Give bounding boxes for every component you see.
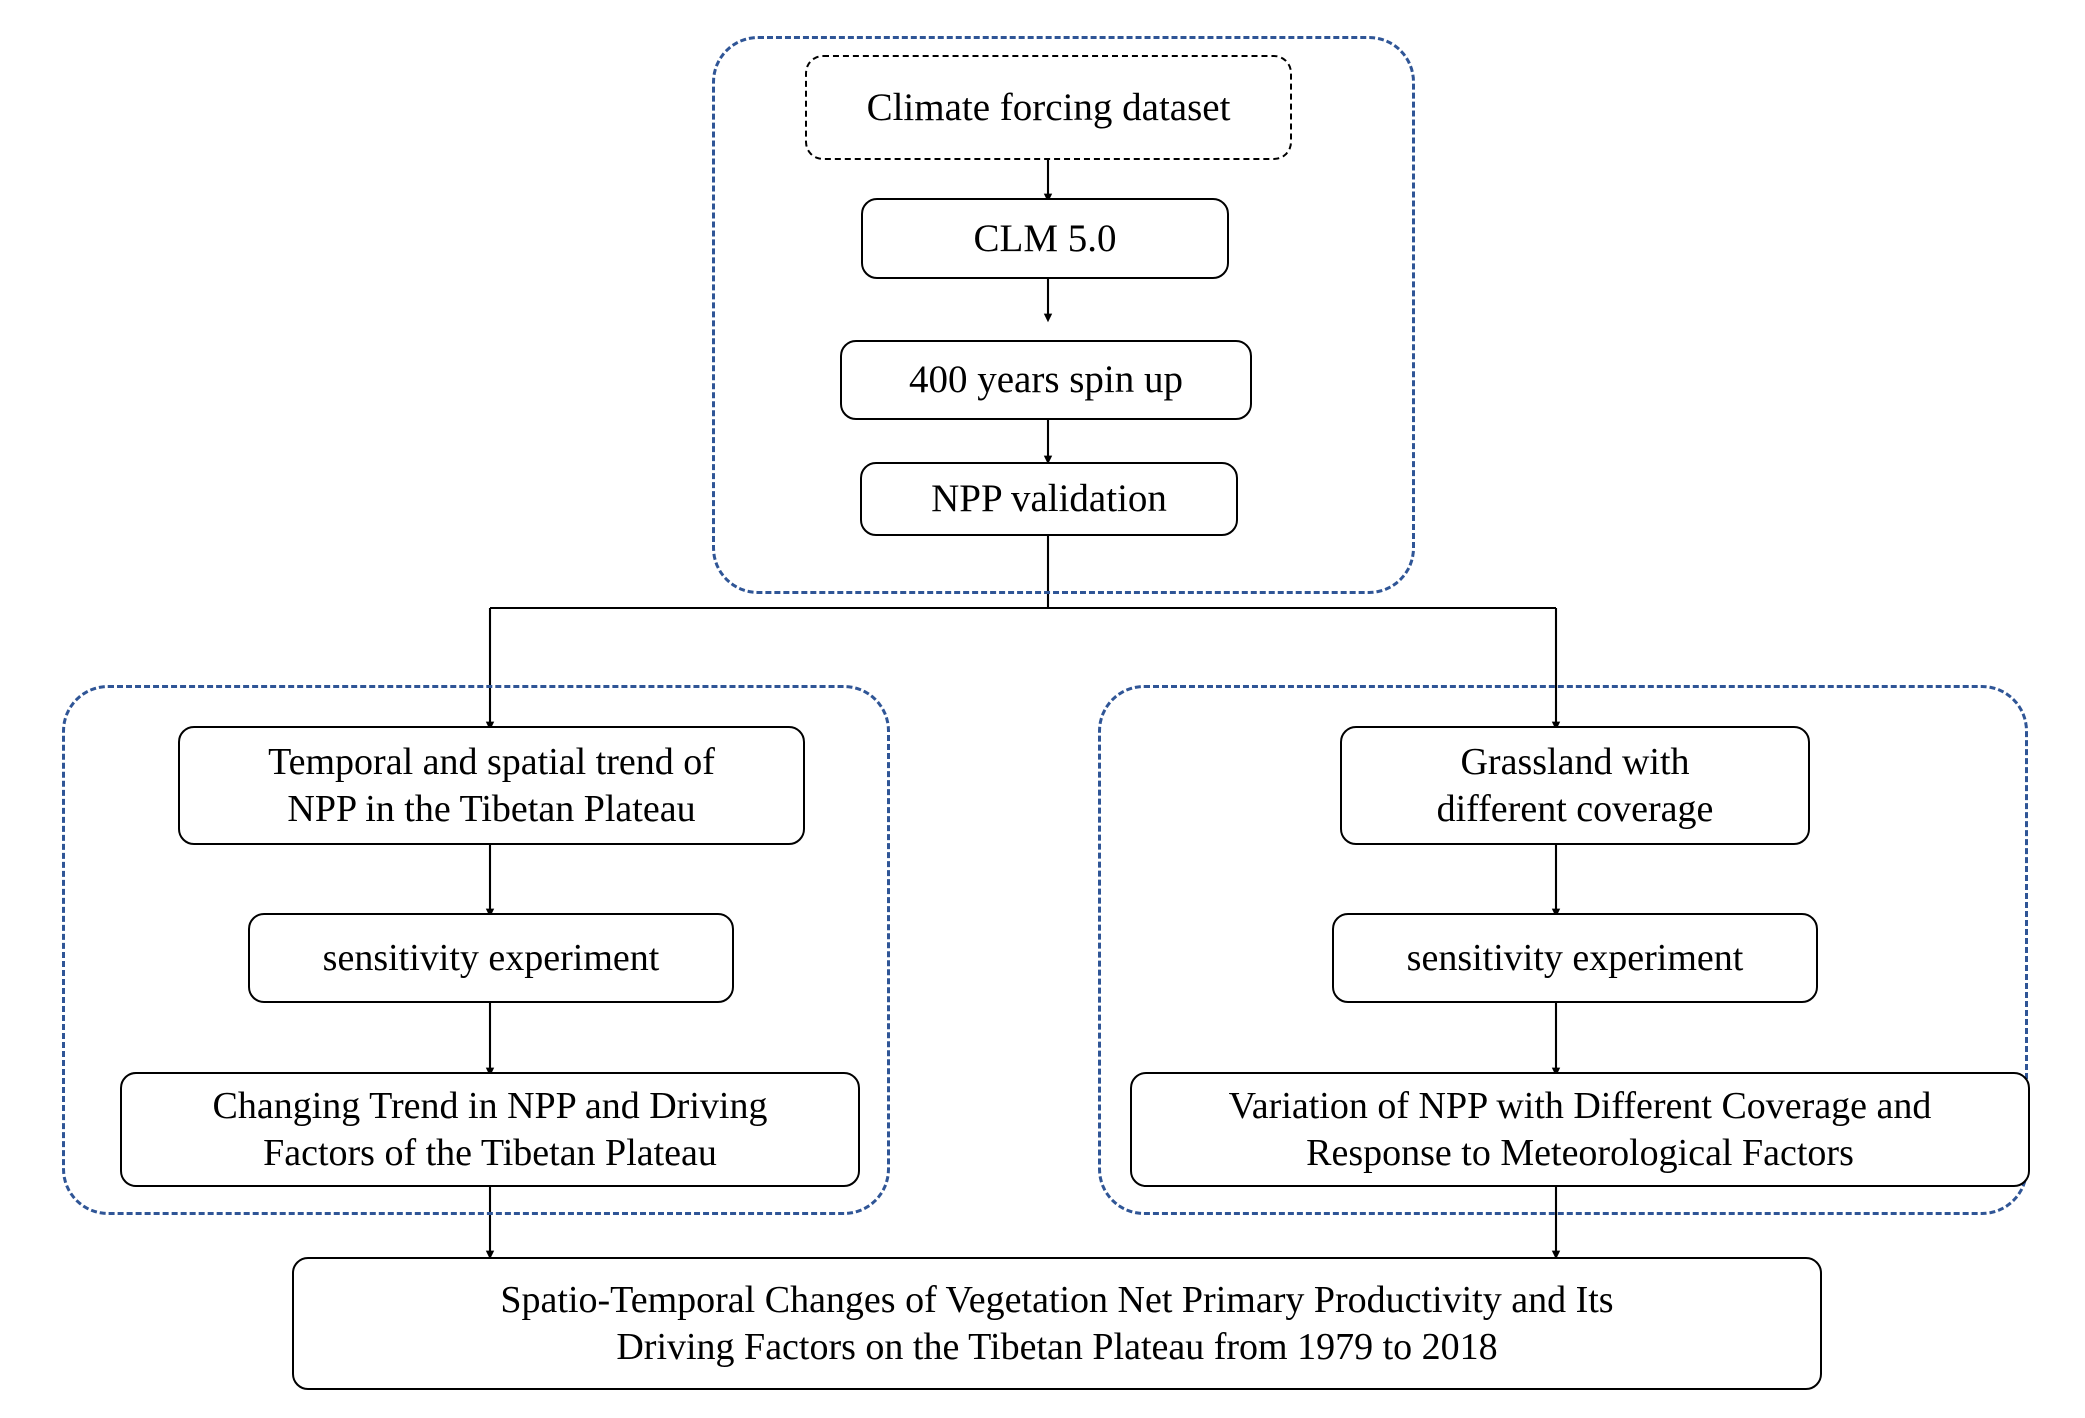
node-left-sensitivity-experiment[interactable]: sensitivity experiment bbox=[248, 913, 734, 1003]
node-clm-5-0-label: CLM 5.0 bbox=[973, 216, 1117, 260]
node-variation-npp-result-line2: Response to Meteorological Factors bbox=[1306, 1131, 1854, 1174]
node-climate-forcing-dataset-label: Climate forcing dataset bbox=[866, 85, 1231, 129]
group-left-branch bbox=[62, 685, 890, 1215]
node-400-years-spin-up[interactable]: 400 years spin up bbox=[840, 340, 1252, 420]
node-final-title-line2: Driving Factors on the Tibetan Plateau f… bbox=[616, 1325, 1498, 1368]
node-temporal-spatial-trend[interactable]: Temporal and spatial trend of NPP in the… bbox=[178, 726, 805, 845]
node-npp-validation-label: NPP validation bbox=[931, 477, 1167, 521]
node-grassland-different-coverage-line1: Grassland with bbox=[1460, 741, 1690, 784]
node-temporal-spatial-trend-line1: Temporal and spatial trend of bbox=[268, 741, 715, 784]
node-variation-npp-result[interactable]: Variation of NPP with Different Coverage… bbox=[1130, 1072, 2030, 1187]
node-changing-trend-result-line2: Factors of the Tibetan Plateau bbox=[263, 1131, 717, 1174]
node-changing-trend-result[interactable]: Changing Trend in NPP and Driving Factor… bbox=[120, 1072, 860, 1187]
node-right-sensitivity-experiment[interactable]: sensitivity experiment bbox=[1332, 913, 1818, 1003]
node-final-title-line1: Spatio-Temporal Changes of Vegetation Ne… bbox=[500, 1279, 1614, 1322]
node-grassland-different-coverage-line2: different coverage bbox=[1436, 787, 1714, 830]
group-right-branch bbox=[1098, 685, 2028, 1215]
node-clm-5-0[interactable]: CLM 5.0 bbox=[861, 198, 1229, 279]
node-npp-validation[interactable]: NPP validation bbox=[860, 462, 1238, 536]
node-temporal-spatial-trend-line2: NPP in the Tibetan Plateau bbox=[287, 787, 696, 830]
group-model-setup bbox=[712, 36, 1415, 594]
node-left-sensitivity-experiment-label: sensitivity experiment bbox=[322, 936, 660, 979]
node-right-sensitivity-experiment-label: sensitivity experiment bbox=[1406, 936, 1744, 979]
node-final-title[interactable]: Spatio-Temporal Changes of Vegetation Ne… bbox=[292, 1257, 1822, 1390]
node-climate-forcing-dataset[interactable]: Climate forcing dataset bbox=[805, 55, 1292, 160]
node-grassland-different-coverage[interactable]: Grassland with different coverage bbox=[1340, 726, 1810, 845]
node-changing-trend-result-line1: Changing Trend in NPP and Driving bbox=[212, 1085, 768, 1128]
node-variation-npp-result-line1: Variation of NPP with Different Coverage… bbox=[1228, 1085, 1932, 1128]
node-400-years-spin-up-label: 400 years spin up bbox=[908, 358, 1184, 402]
